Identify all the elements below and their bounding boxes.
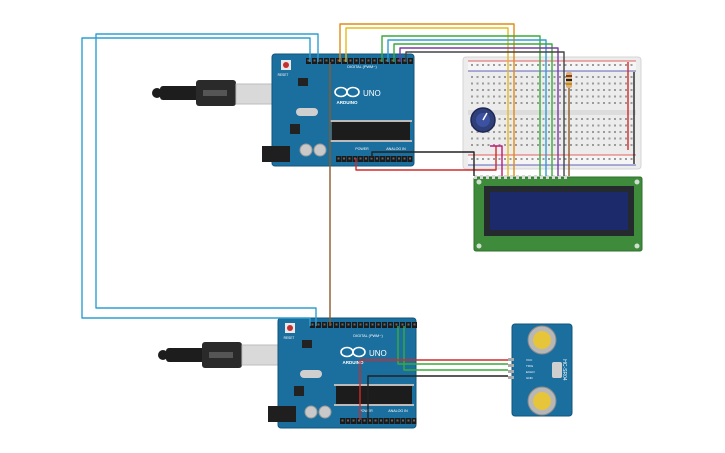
wire-gray-1 — [405, 51, 565, 176]
wire-black-gnd-top — [371, 151, 475, 176]
lcd-16x2 — [473, 175, 643, 252]
wire-blue-link-1 — [81, 37, 311, 326]
sensor-pin-echo: ECHO — [526, 370, 535, 374]
sensor-pin-header: VCC TRIG ECHO GND — [508, 358, 535, 380]
wire-green-1 — [381, 35, 541, 176]
power-header-bottom — [340, 418, 417, 424]
wire-green-echo — [403, 326, 508, 371]
breadboard-holes — [471, 64, 633, 160]
digital-header-label: DIGITAL (PWM~) — [353, 334, 383, 338]
analog-header-label: ANALOG IN — [388, 409, 408, 413]
ultrasonic-sensor: HC-SR04 VCC TRIG ECHO GND — [508, 323, 573, 417]
power-header-label: POWER — [355, 147, 369, 151]
sensor-model-label: HC-SR04 — [561, 359, 567, 381]
arduino-uno-bottom: ARDUINO UNO DIGITAL (PWM~) POWER ANALOG … — [158, 317, 417, 429]
arduino-logo-top: ARDUINO UNO — [334, 86, 381, 105]
arduino-model-label: UNO — [363, 89, 381, 98]
arduino-logo-bottom: ARDUINO UNO — [340, 346, 387, 365]
wire-blue-2 — [387, 39, 547, 176]
power-header-label: POWER — [359, 409, 373, 413]
arduino-uno-top: ARDUINO UNO DIGITAL (PWM~) POWER ANALOG … — [152, 53, 415, 167]
digital-header-top — [306, 58, 413, 64]
digital-header-label: DIGITAL (PWM~) — [347, 65, 377, 69]
arduino-model-label: UNO — [369, 349, 387, 358]
wire-magenta-pot — [490, 145, 503, 176]
wire-yellow-1 — [345, 27, 509, 176]
sensor-pin-gnd: GND — [526, 376, 534, 380]
wire-blue-link-2 — [95, 33, 319, 326]
reset-label: RESET — [278, 73, 289, 77]
lcd-pin-header — [474, 175, 567, 179]
wires — [81, 23, 635, 420]
power-header-top — [336, 156, 413, 162]
usb-cable-bottom — [158, 342, 281, 368]
digital-header-bottom — [310, 322, 417, 328]
wire-red-vcc — [359, 359, 508, 420]
arduino-brand-label: ARDUINO — [337, 100, 358, 105]
arduino-brand-label: ARDUINO — [343, 360, 364, 365]
wire-purple-1 — [399, 47, 559, 176]
potentiometer[interactable] — [470, 107, 496, 133]
sensor-pin-vcc: VCC — [526, 358, 533, 362]
reset-label: RESET — [284, 336, 295, 340]
resistor — [566, 72, 572, 88]
wire-green-trig — [397, 326, 508, 365]
wire-black-gnd — [367, 375, 508, 420]
wire-red-power-top — [355, 146, 497, 171]
usb-cable-top — [152, 80, 275, 106]
sensor-pin-trig: TRIG — [526, 364, 534, 368]
wire-green-2 — [393, 43, 553, 176]
analog-header-label: ANALOG IN — [386, 147, 406, 151]
wire-orange-1 — [339, 23, 515, 176]
